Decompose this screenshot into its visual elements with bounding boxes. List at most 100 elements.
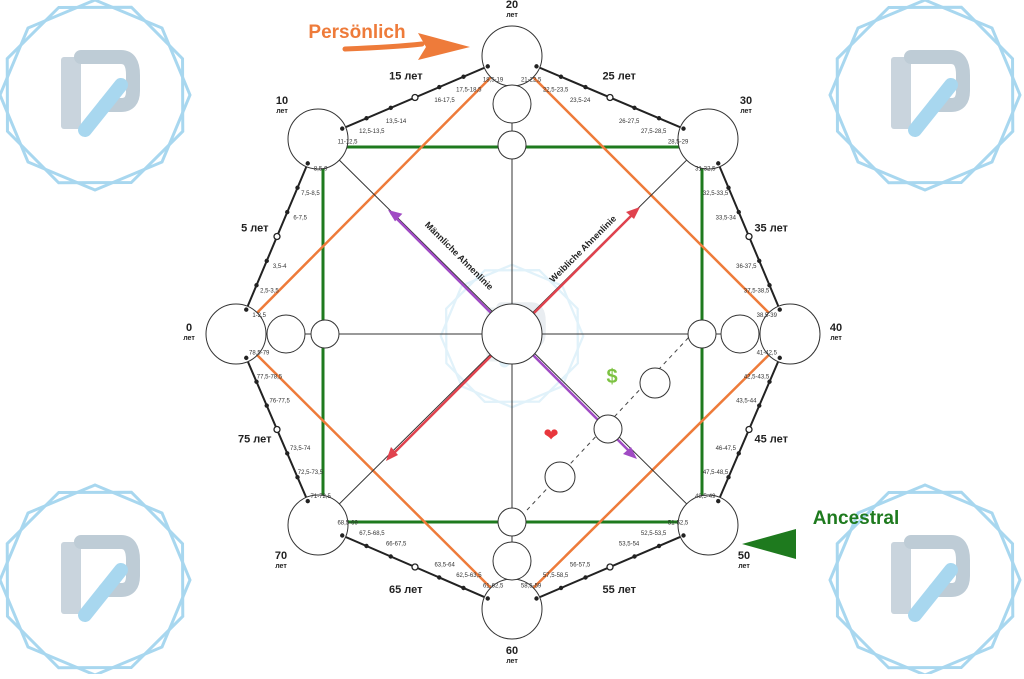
age-range-label: 77,5-78,5 [257, 374, 283, 380]
year-tick-dot [767, 379, 772, 384]
five-year-label: 25 лет [602, 70, 636, 82]
age-range-label: 23,5-24 [570, 98, 591, 104]
age-range-label: 6-7,5 [293, 215, 307, 221]
year-tick-dot [632, 554, 637, 559]
age-range-label: 51-52,5 [668, 521, 689, 527]
year-tick-dot [388, 554, 393, 559]
five-year-label: 75 лет [238, 434, 272, 446]
year-tick-dot [681, 126, 686, 131]
year-tick-dot [264, 258, 269, 264]
year-tick-dot [777, 307, 782, 312]
year-tick-dot [254, 283, 259, 288]
year-tick-dot [461, 74, 466, 79]
year-tick-dot [726, 475, 731, 480]
year-tick-dot [757, 258, 762, 264]
watermark-logo-icon [0, 456, 219, 674]
dollar-icon: $ [606, 366, 617, 388]
year-tick-dot [340, 126, 345, 131]
year-tick-dot [736, 209, 741, 215]
year-tick-dot [285, 451, 290, 456]
age-range-label: 33,5-34 [716, 215, 737, 221]
vertex-age-label: 40 [830, 322, 842, 334]
age-range-label: 42,5-43,5 [744, 375, 770, 381]
age-range-label: 22,5-23,5 [543, 88, 569, 94]
vertex-age-label: 70 [275, 550, 287, 562]
age-range-label: 71-72,5 [311, 494, 332, 500]
year-tick-dot [583, 84, 588, 90]
year-tick-dot [726, 185, 731, 190]
five-year-label: 15 лет [389, 70, 423, 82]
age-range-label: 47,5-48,5 [703, 470, 729, 476]
watermark-logo-icon [801, 0, 1024, 219]
age-range-label: 52,5-53,5 [641, 531, 667, 537]
year-tick-dot [305, 161, 310, 166]
year-tick-dot [681, 533, 686, 538]
age-range-label: 8,5-9 [314, 167, 328, 173]
five-year-label: 55 лет [603, 584, 637, 596]
age-range-label: 32,5-33,5 [703, 191, 729, 197]
year-tick-dot [437, 575, 442, 580]
vertex-unit-label: лет [740, 108, 752, 115]
year-tick-dot [485, 596, 490, 601]
energy-circles [205, 25, 821, 640]
five-year-marker [273, 425, 281, 434]
age-range-label: 18,5-19 [483, 77, 504, 83]
five-year-label: 45 лет [755, 433, 789, 445]
personal-arrow [342, 33, 470, 60]
age-range-label: 31-32,5 [695, 167, 716, 173]
year-tick-dot [534, 596, 539, 601]
age-range-label: 12,5-13,5 [359, 129, 385, 135]
year-tick-dot [736, 451, 741, 456]
vertex-age-label: 50 [738, 550, 750, 562]
year-tick-dot [244, 307, 249, 312]
five-year-marker [411, 563, 419, 571]
year-tick-dot [461, 585, 466, 591]
vertex-age-label: 10 [276, 95, 288, 107]
age-range-label: 66-67,5 [386, 542, 407, 548]
age-range-label: 46-47,5 [716, 446, 737, 452]
age-range-label: 67,5-68,5 [359, 531, 385, 537]
age-range-label: 27,5-28,5 [641, 129, 667, 135]
five-year-marker [606, 563, 614, 571]
vertex-unit-label: лет [506, 12, 518, 19]
vertex-unit-label: лет [738, 563, 750, 570]
year-tick-dot [583, 575, 588, 580]
year-tick-dot [716, 161, 721, 166]
year-tick-dot [295, 475, 300, 480]
age-range-label: 41-42,5 [757, 351, 778, 357]
year-tick-dot [437, 84, 442, 90]
age-range-label: 17,5-18,5 [456, 88, 482, 94]
year-tick-dot [340, 533, 345, 538]
age-range-label: 16-17,5 [434, 98, 455, 104]
age-range-label: 72,5-73,5 [298, 470, 324, 476]
ancestral-arrow [742, 529, 796, 559]
year-tick-dot [656, 116, 662, 121]
age-range-label: 7,5-8,5 [301, 191, 320, 197]
age-range-label: 68,5-69 [337, 521, 358, 527]
five-year-marker [273, 232, 281, 241]
year-tick-dot [285, 209, 290, 215]
year-tick-dot [254, 379, 259, 384]
vertex-unit-label: лет [830, 335, 842, 342]
vertex-unit-label: лет [183, 335, 195, 342]
female-line-label: Weibliche Ahnenlinie [548, 214, 619, 285]
vertex-unit-label: лет [506, 658, 518, 665]
vertex-age-label: 60 [506, 645, 518, 657]
age-range-label: 76-77,5 [270, 398, 291, 404]
personal-label: Persönlich [308, 22, 405, 43]
age-range-label: 11-12,5 [338, 140, 359, 146]
year-tick-dot [364, 543, 369, 549]
age-range-label: 53,5-54 [619, 542, 640, 548]
five-year-marker [606, 93, 614, 102]
age-range-label: 38,5-39 [757, 313, 778, 319]
watermark-logo-icon [0, 0, 219, 219]
five-year-marker [411, 93, 419, 102]
five-year-label: 5 лет [241, 222, 269, 234]
year-tick-dot [558, 585, 564, 591]
age-range-label: 37,5-38,5 [744, 289, 770, 295]
age-range-label: 62,5-63,5 [456, 573, 482, 579]
age-range-label: 2,5-3,5 [260, 289, 279, 295]
age-range-label: 58,5-59 [521, 584, 542, 590]
